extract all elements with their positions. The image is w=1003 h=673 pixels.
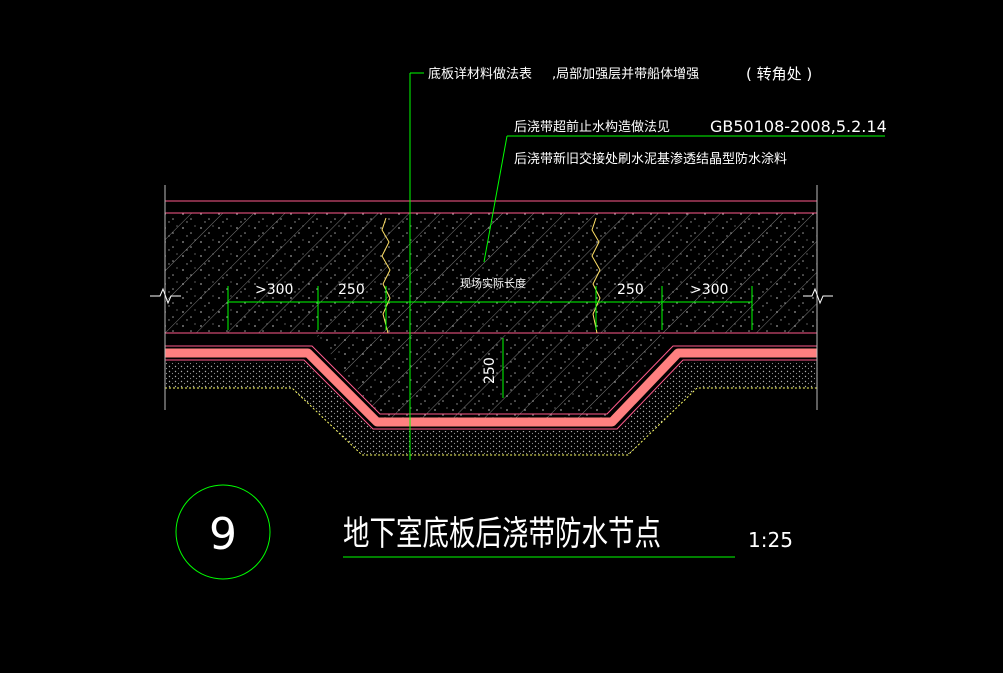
detail-scale: 1:25 [748,528,793,552]
detail-number: 9 [209,509,237,560]
joint-left [381,217,391,334]
dim-gt300-right: >300 [690,282,728,298]
detail-number-circle [175,484,271,580]
note-line2-b: GB50108-2008,5.2.14 [710,117,887,136]
dim-gt300-left: >300 [255,282,293,298]
dim-250-vertical: 250 [482,357,498,384]
notes: 底板详材料做法表 ,局部加强层并带船体增强 ( 转角处 ) 后浇带超前止水构造做… [428,65,887,167]
construction-joints [381,217,601,334]
break-line-left [150,287,181,305]
dim-250-left: 250 [338,282,365,298]
dimension-vertical: 250 [482,338,504,398]
leader-lines [409,72,885,460]
note-line1-a: 底板详材料做法表 [428,66,532,82]
waterproof-membrane [165,345,817,430]
cushion-layer [165,362,817,456]
dim-250-right: 250 [617,282,644,298]
dim-actual-length: 现场实际长度 [460,276,526,290]
section-edges [150,185,833,410]
note-line3: 后浇带新旧交接处刷水泥基渗透结晶型防水涂料 [514,151,787,167]
title-block: 9 地下室底板后浇带防水节点 1:25 [175,484,793,580]
detail-title: 地下室底板后浇带防水节点 [343,514,661,554]
base-slab [165,200,817,334]
note-line2-a: 后浇带超前止水构造做法见 [514,119,670,135]
note-line1-b: ,局部加强层并带船体增强 [552,67,699,82]
dimension-horizontal: >300 250 现场实际长度 250 >300 [227,276,753,330]
joint-right [591,217,601,334]
note-line1-c: ( 转角处 ) [746,65,812,83]
break-line-right [803,287,833,305]
trough-concrete [316,335,670,418]
